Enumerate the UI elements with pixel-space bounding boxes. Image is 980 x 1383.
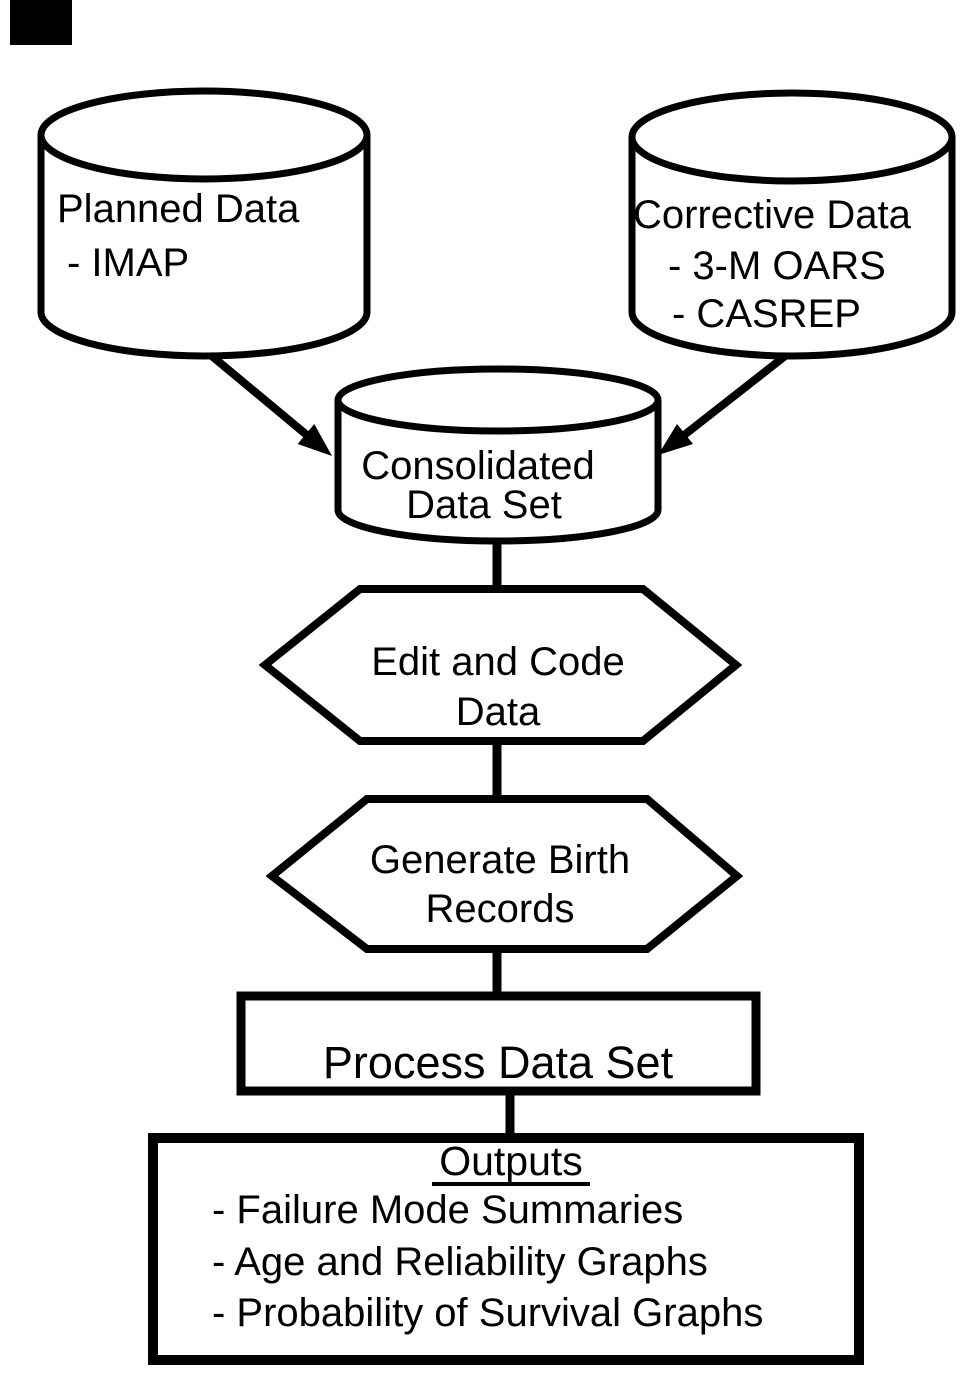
- node-planned-data: Planned Data - IMAP: [37, 87, 371, 360]
- node-edit-and-code-data: Edit and Code Data: [258, 585, 743, 745]
- hexagon-shape: [265, 795, 744, 953]
- generate-birth-line-1: Generate Birth: [370, 838, 630, 882]
- node-generate-birth-records: Generate Birth Records: [265, 795, 744, 953]
- planned-data-title: Planned Data: [57, 187, 300, 231]
- cylinder-body: [334, 400, 662, 545]
- outputs-item-3: - Probability of Survival Graphs: [212, 1291, 763, 1335]
- outputs-rect: [148, 1133, 864, 1365]
- arrowhead-icon: [658, 424, 693, 455]
- cylinder-body: [37, 135, 371, 360]
- cylinder-body: [628, 137, 956, 360]
- arrow-corrective-to-consolidated: [658, 349, 792, 455]
- hexagon-shape: [258, 585, 743, 745]
- cylinder-top: [37, 87, 371, 183]
- arrow-shaft: [680, 349, 792, 440]
- outputs-title: Outputs: [439, 1138, 583, 1184]
- process-rect: [236, 991, 761, 1096]
- consolidated-line-1: Consolidated: [361, 444, 595, 488]
- arrowhead-icon: [297, 424, 332, 456]
- corrective-data-item-1: - 3-M OARS: [668, 244, 886, 288]
- consolidated-line-2: Data Set: [406, 483, 562, 527]
- outputs-item-1: - Failure Mode Summaries: [212, 1188, 683, 1232]
- node-process-data-set: Process Data Set: [236, 991, 761, 1096]
- generate-birth-line-2: Records: [426, 887, 575, 931]
- corrective-data-title: Corrective Data: [633, 193, 912, 237]
- outputs-item-2: - Age and Reliability Graphs: [212, 1240, 708, 1284]
- edit-code-line-2: Data: [456, 690, 541, 734]
- node-corrective-data: Corrective Data - 3-M OARS - CASREP: [628, 89, 956, 360]
- planned-data-item: - IMAP: [67, 241, 189, 285]
- cylinder-top: [334, 365, 662, 435]
- cylinder-top: [628, 89, 956, 185]
- arrow-planned-to-consolidated: [204, 348, 332, 456]
- node-outputs: Outputs - Failure Mode Summaries - Age a…: [148, 1133, 864, 1365]
- scan-artifact-block: [10, 0, 72, 45]
- corrective-data-item-2: - CASREP: [672, 292, 861, 336]
- process-label: Process Data Set: [323, 1037, 674, 1088]
- arrow-shaft: [204, 348, 311, 440]
- edit-code-line-1: Edit and Code: [371, 640, 625, 684]
- node-consolidated-data-set: Consolidated Data Set: [334, 365, 662, 545]
